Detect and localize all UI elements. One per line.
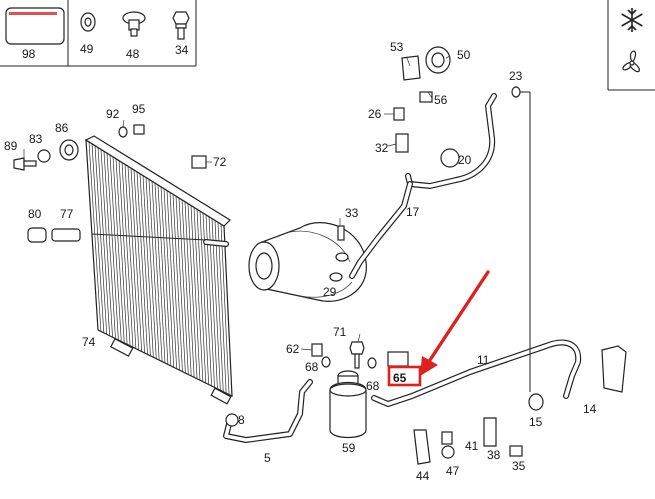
callout-72-10[interactable]: 72: [213, 155, 227, 169]
callout-38-29[interactable]: 38: [487, 448, 501, 462]
callout-layer: 53 50 56 23 92 95 26 89 83 86 72 32 20 17 80 77 33 29 74 71…: [4, 40, 597, 483]
part-92[interactable]: [118, 126, 128, 138]
callout-23-3[interactable]: 23: [509, 69, 523, 83]
callout-59-26[interactable]: 59: [342, 441, 356, 455]
callout-5-27[interactable]: 5: [264, 451, 271, 465]
receiver-drier[interactable]: [329, 370, 367, 439]
callout-89-7[interactable]: 89: [4, 139, 18, 153]
part-32[interactable]: [395, 133, 409, 153]
callout-47-32[interactable]: 47: [446, 464, 460, 478]
part-33[interactable]: [337, 225, 345, 241]
legend-item-49[interactable]: 49: [80, 12, 96, 56]
part-8[interactable]: [225, 413, 239, 427]
callout-62-20[interactable]: 62: [286, 342, 300, 356]
part-89[interactable]: [13, 157, 25, 171]
part-14[interactable]: [601, 345, 627, 393]
pipes: [91, 91, 582, 443]
part-35[interactable]: [509, 445, 523, 457]
callout-8-25[interactable]: 8: [238, 413, 245, 427]
legend-label-98: 98: [22, 47, 36, 61]
snowflake-icon: [621, 8, 643, 32]
symbol-box: [607, 0, 655, 91]
compressor[interactable]: [248, 222, 367, 302]
fan-icon: [622, 50, 640, 73]
part-83[interactable]: [37, 149, 51, 163]
callout-14-34[interactable]: 14: [583, 402, 597, 416]
part-56[interactable]: [419, 91, 433, 103]
part-80[interactable]: [27, 227, 47, 243]
callout-20-12[interactable]: 20: [458, 153, 472, 167]
callout-71-19[interactable]: 71: [333, 325, 347, 339]
part-68a[interactable]: [321, 356, 331, 368]
part-44[interactable]: [413, 429, 431, 465]
callout-74-18[interactable]: 74: [82, 335, 96, 349]
part-41[interactable]: [441, 431, 453, 445]
part-72[interactable]: [191, 155, 207, 169]
callout-83-8[interactable]: 83: [29, 132, 43, 146]
callout-65-23[interactable]: 65: [393, 371, 407, 385]
callout-80-14[interactable]: 80: [28, 207, 42, 221]
callout-11-24[interactable]: 11: [477, 353, 490, 367]
condenser[interactable]: [84, 135, 233, 405]
callout-68-21[interactable]: 68: [305, 360, 319, 374]
callout-77-15[interactable]: 77: [60, 207, 74, 221]
callout-41-28[interactable]: 41: [465, 439, 479, 453]
part-77[interactable]: [51, 228, 81, 242]
callout-95-5[interactable]: 95: [132, 102, 146, 116]
part-95[interactable]: [133, 124, 145, 135]
part-20[interactable]: [440, 148, 460, 168]
part-23[interactable]: [511, 86, 521, 98]
callout-26-6[interactable]: 26: [368, 107, 382, 121]
legend-item-98[interactable]: 98: [5, 7, 65, 61]
part-65[interactable]: [387, 351, 409, 367]
callout-44-31[interactable]: 44: [416, 469, 430, 483]
hardware: [13, 46, 627, 465]
legend-strip: 98 49 48 34: [0, 0, 197, 67]
legend-item-34[interactable]: 34: [172, 11, 190, 57]
callout-35-30[interactable]: 35: [512, 459, 526, 473]
part-15[interactable]: [528, 393, 544, 411]
callout-29-17[interactable]: 29: [323, 285, 337, 299]
callout-32-11[interactable]: 32: [375, 141, 389, 155]
part-26[interactable]: [393, 107, 405, 121]
legend-label-49: 49: [80, 42, 94, 56]
callout-56-2[interactable]: 56: [434, 93, 448, 107]
highlight-marker: [387, 270, 490, 387]
leader-lines: [23, 55, 451, 351]
part-71[interactable]: [349, 341, 365, 355]
legend-label-48: 48: [126, 47, 140, 61]
part-47[interactable]: [441, 445, 455, 459]
legend-label-34: 34: [175, 43, 189, 57]
callout-68-22[interactable]: 68: [366, 379, 380, 393]
callout-92-4[interactable]: 92: [106, 107, 120, 121]
part-68b[interactable]: [367, 357, 377, 369]
part-62[interactable]: [311, 343, 323, 357]
callout-17-13[interactable]: 17: [406, 205, 420, 219]
callout-53-0[interactable]: 53: [390, 40, 404, 54]
part-29[interactable]: [329, 272, 343, 282]
callout-33-16[interactable]: 33: [345, 206, 359, 220]
part-38[interactable]: [483, 417, 497, 447]
callout-15-33[interactable]: 15: [529, 415, 543, 429]
callout-50-1[interactable]: 50: [457, 48, 471, 62]
legend-item-48[interactable]: 48: [122, 11, 146, 61]
part-53[interactable]: [401, 55, 421, 81]
callout-86-9[interactable]: 86: [55, 121, 69, 135]
